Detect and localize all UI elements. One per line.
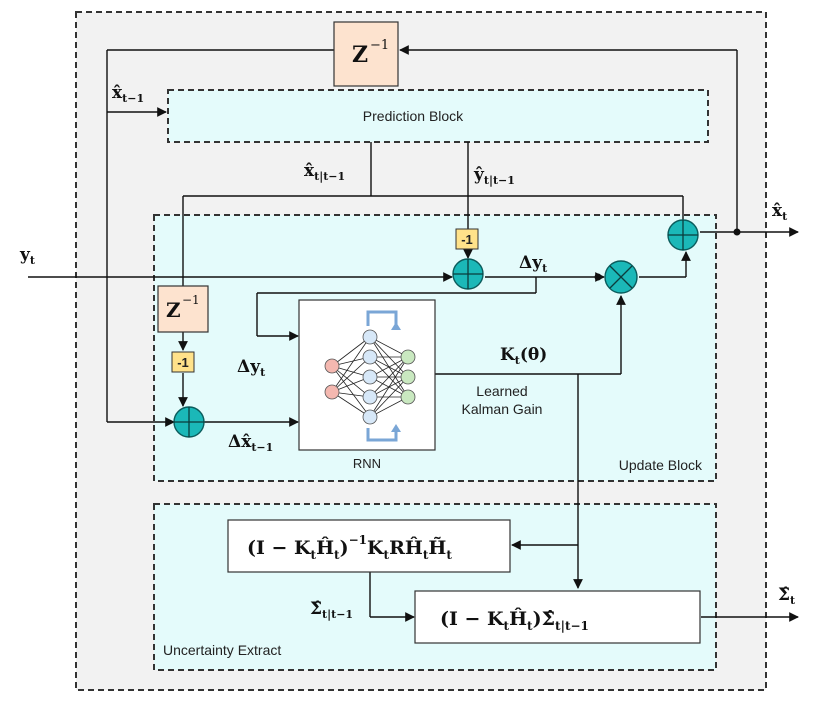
learned-gain-label-1: Learned	[476, 383, 527, 399]
svg-text:-1: -1	[461, 232, 473, 247]
delay-block-top: Z −1	[333, 21, 399, 87]
negate-box-lower: -1	[171, 351, 195, 373]
sum-node-state-diff	[173, 406, 205, 438]
label-y-pred: ŷt|t−1	[473, 165, 515, 187]
sum-node-innovation	[452, 258, 484, 290]
junction-dot-output	[733, 228, 741, 236]
label-sigma-pred: Σ̂t|t−1	[310, 599, 353, 621]
svg-text:-1: -1	[177, 355, 189, 370]
label-dx: Δx̂t−1	[228, 432, 273, 454]
formula-top: (I − KtĤt)−1KtRĤtH̃t	[247, 533, 452, 562]
update-block-label: Update Block	[619, 457, 703, 473]
rnn-label: RNN	[353, 456, 381, 471]
rnn-block	[298, 299, 436, 451]
formula-box-top	[227, 519, 511, 573]
junction-dot-dy	[594, 273, 602, 281]
label-sigma-out: Σ̂t	[778, 585, 796, 607]
prediction-block	[167, 89, 709, 143]
label-x-pred: x̂t|t−1	[304, 161, 345, 183]
svg-text:−1: −1	[370, 38, 389, 53]
label-y-in: yt	[19, 245, 36, 267]
uncertainty-block-label: Uncertainty Extract	[163, 642, 281, 658]
learned-gain-label-2: Kalman Gain	[462, 401, 543, 417]
label-x-out: x̂t	[772, 201, 788, 223]
sum-node-output	[667, 219, 699, 251]
svg-text:Z: Z	[166, 298, 181, 322]
label-dy-rnn: Δyt	[237, 357, 266, 379]
svg-text:−1: −1	[182, 293, 200, 307]
delay-block-lower: Z −1	[157, 285, 209, 333]
svg-text:Z: Z	[352, 42, 368, 68]
multiply-node	[604, 260, 638, 294]
prediction-block-label: Prediction Block	[363, 108, 464, 124]
formula-box-bottom	[414, 590, 701, 644]
formula-bottom: (I − KtĤt)Σ̂t|t−1	[440, 607, 589, 633]
label-gain: Kt(θ)	[500, 345, 547, 367]
label-dy: Δyt	[519, 253, 548, 275]
negate-box-upper: -1	[455, 228, 479, 250]
label-x-prev: x̂t−1	[112, 83, 144, 105]
